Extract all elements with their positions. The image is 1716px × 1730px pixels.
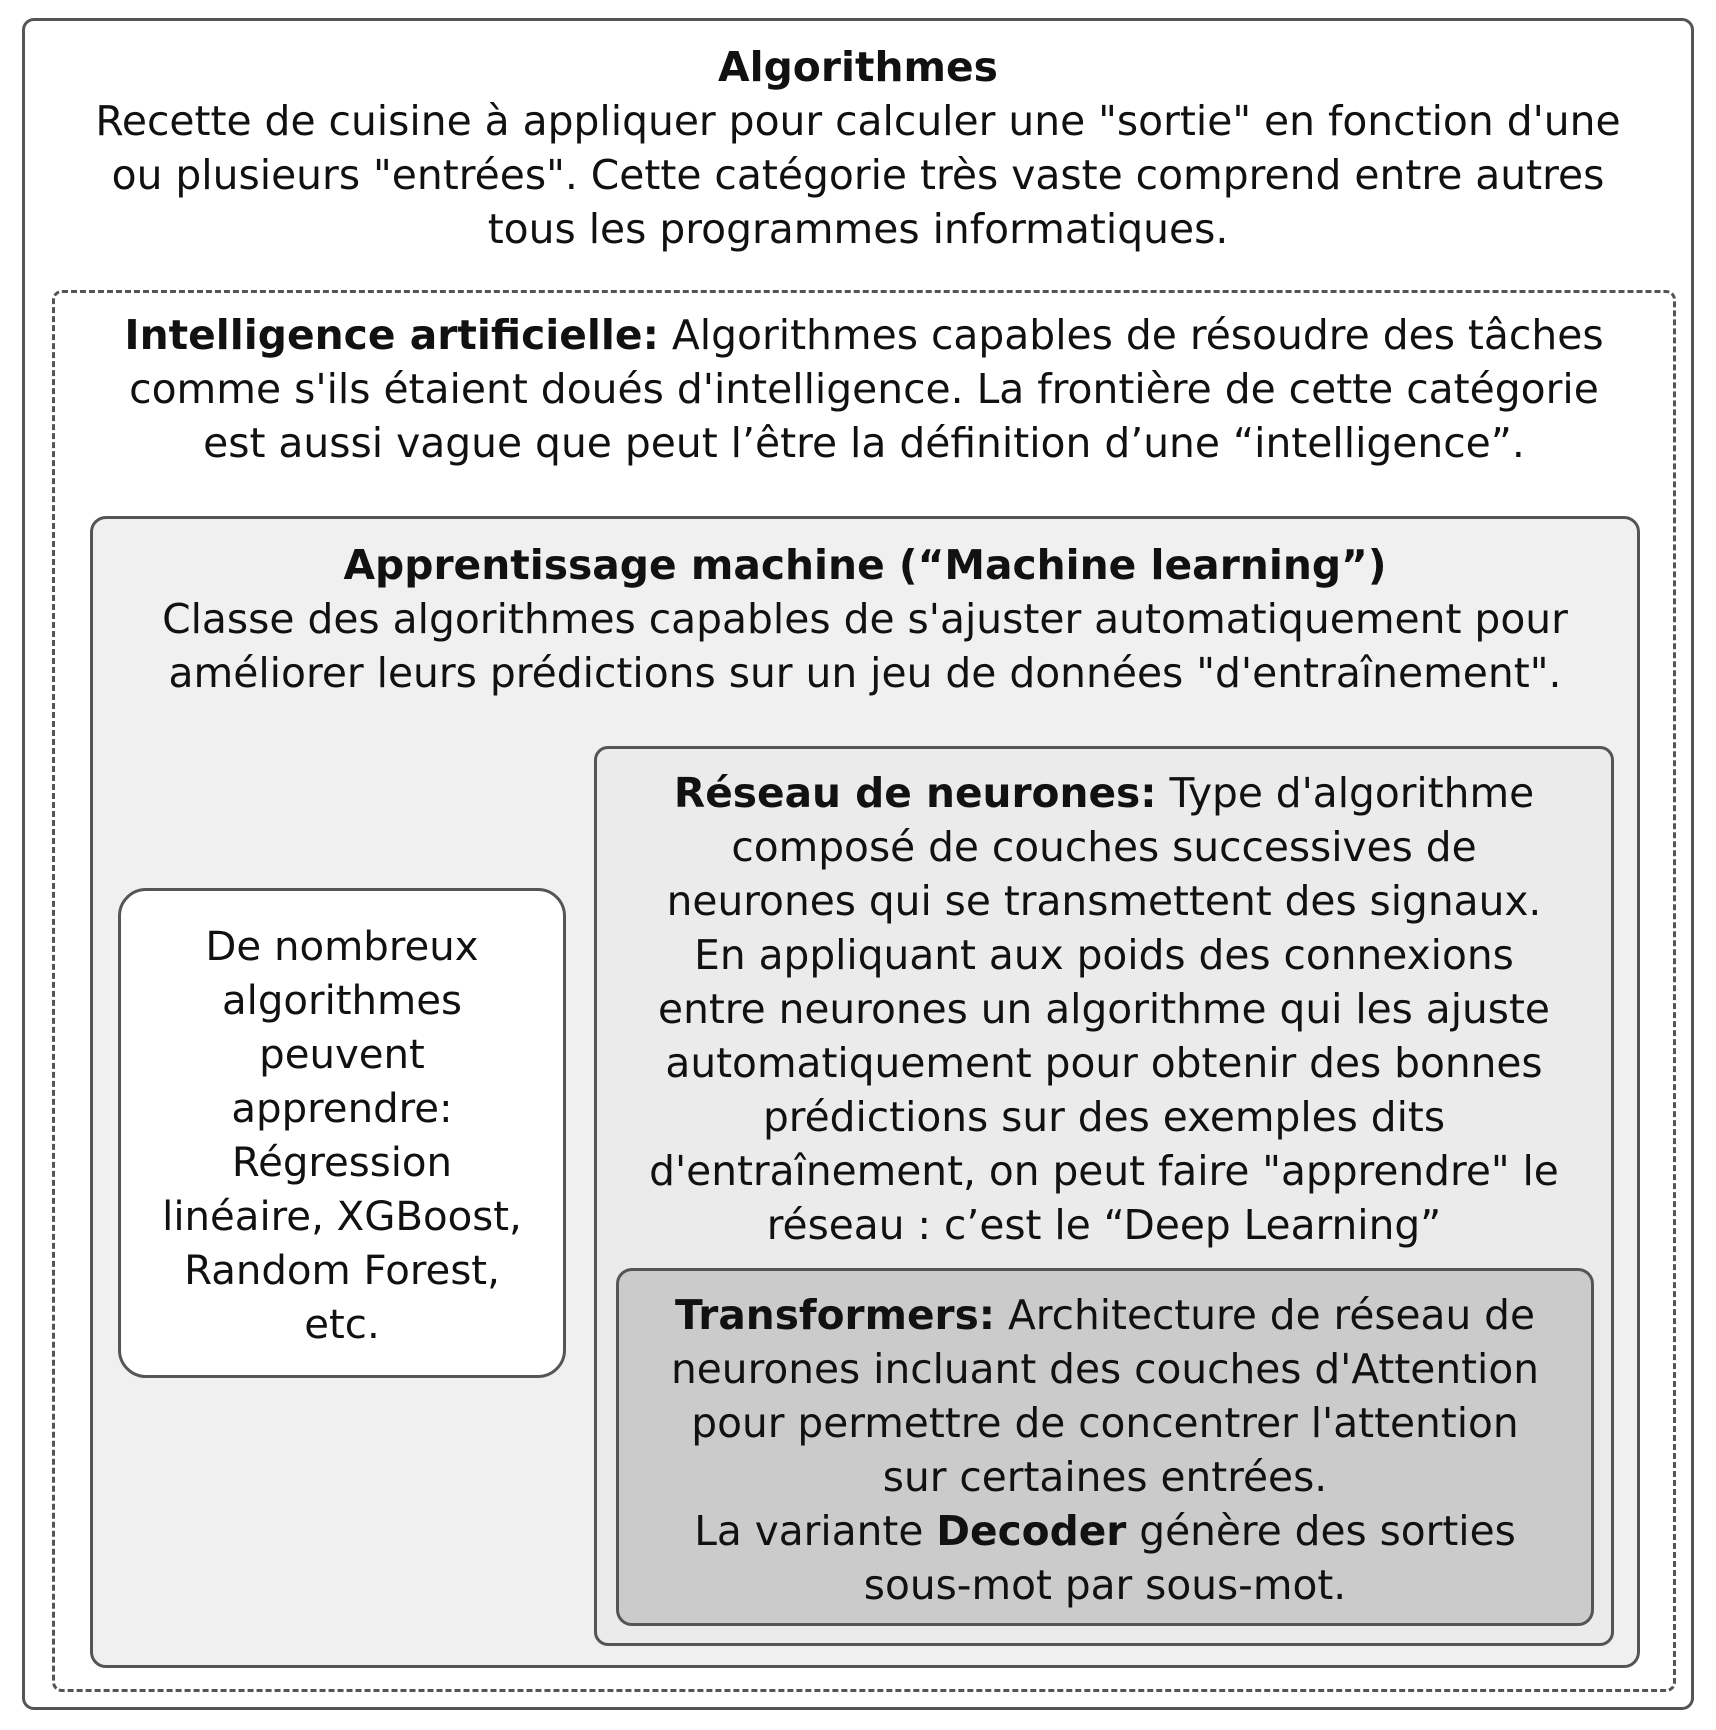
algorithms-desc-line-1: Recette de cuisine à appliquer pour calc… [95, 97, 1621, 145]
tf-desc-line-2: neurones incluant des couches d'Attentio… [671, 1345, 1539, 1393]
other-line-5: Régression [231, 1140, 453, 1186]
ml-text: Apprentissage machine (“Machine learning… [100, 538, 1630, 700]
other-line-3: peuvent [259, 1032, 425, 1078]
nn-desc-line-9: réseau : c’est le “Deep Learning” [766, 1201, 1442, 1249]
tf-desc-line-4: sur certaines entrées. [882, 1453, 1328, 1501]
tf-desc-line-1: Architecture de réseau de [995, 1291, 1535, 1339]
ai-desc-line-2: comme s'ils étaient doués d'intelligence… [129, 365, 1599, 413]
nn-desc-line-3: neurones qui se transmettent des signaux… [666, 877, 1542, 925]
nn-desc-line-6: automatiquement pour obtenir des bonnes [665, 1039, 1543, 1087]
other-line-7: Random Forest, [184, 1248, 500, 1294]
nn-desc-line-5: entre neurones un algorithme qui les aju… [658, 985, 1550, 1033]
transformers-text: Transformers: Architecture de réseau de … [620, 1288, 1590, 1612]
algorithms-title: Algorithmes [718, 43, 998, 91]
other-algorithms-text: De nombreux algorithmes peuvent apprendr… [122, 920, 562, 1352]
nn-title: Réseau de neurones: [673, 769, 1157, 817]
nn-desc-line-2: composé de couches successives de [731, 823, 1477, 871]
algorithms-desc-line-2: ou plusieurs "entrées". Cette catégorie … [111, 151, 1605, 199]
other-line-8: etc. [304, 1302, 380, 1348]
ai-desc-line-1: Algorithmes capables de résoudre des tâc… [658, 311, 1604, 359]
artificial-intelligence-box [52, 290, 1676, 1692]
tf-variant-prefix: La variante [694, 1507, 937, 1555]
ml-desc-line-2: améliorer leurs prédictions sur un jeu d… [168, 649, 1562, 697]
nn-desc-line-4: En appliquant aux poids des connexions [694, 931, 1514, 979]
ml-title: Apprentissage machine (“Machine learning… [343, 541, 1387, 589]
other-algorithms-box [118, 888, 566, 1378]
ai-desc-line-3: est aussi vague que peut l’être la défin… [203, 419, 1525, 467]
tf-desc-line-3: pour permettre de concentrer l'attention [691, 1399, 1519, 1447]
other-line-4: apprendre: [231, 1086, 453, 1132]
other-line-6: linéaire, XGBoost, [162, 1194, 522, 1240]
ai-title: Intelligence artificielle: [124, 311, 659, 359]
tf-variant-name: Decoder [936, 1507, 1127, 1555]
transformers-box [616, 1268, 1594, 1626]
tf-desc-last-line: sous-mot par sous-mot. [863, 1561, 1347, 1609]
tf-variant-suffix: génère des sorties [1126, 1507, 1516, 1555]
algorithms-desc-line-3: tous les programmes informatiques. [487, 205, 1229, 253]
nn-desc-line-1: Type d'algorithme [1156, 769, 1535, 817]
tf-title: Transformers: [675, 1291, 996, 1339]
nn-desc-line-8: d'entraînement, on peut faire "apprendre… [649, 1147, 1559, 1195]
nn-desc-line-7: prédictions sur des exemples dits [762, 1093, 1446, 1141]
other-line-1: De nombreux [205, 924, 479, 970]
neural-network-text: Réseau de neurones: Type d'algorithme co… [598, 766, 1610, 1252]
ml-desc-line-1: Classe des algorithmes capables de s'aju… [162, 595, 1568, 643]
other-line-2: algorithmes [222, 978, 462, 1024]
ai-text: Intelligence artificielle: Algorithmes c… [60, 308, 1668, 470]
algorithms-text: Algorithmes Recette de cuisine à appliqu… [30, 40, 1686, 256]
